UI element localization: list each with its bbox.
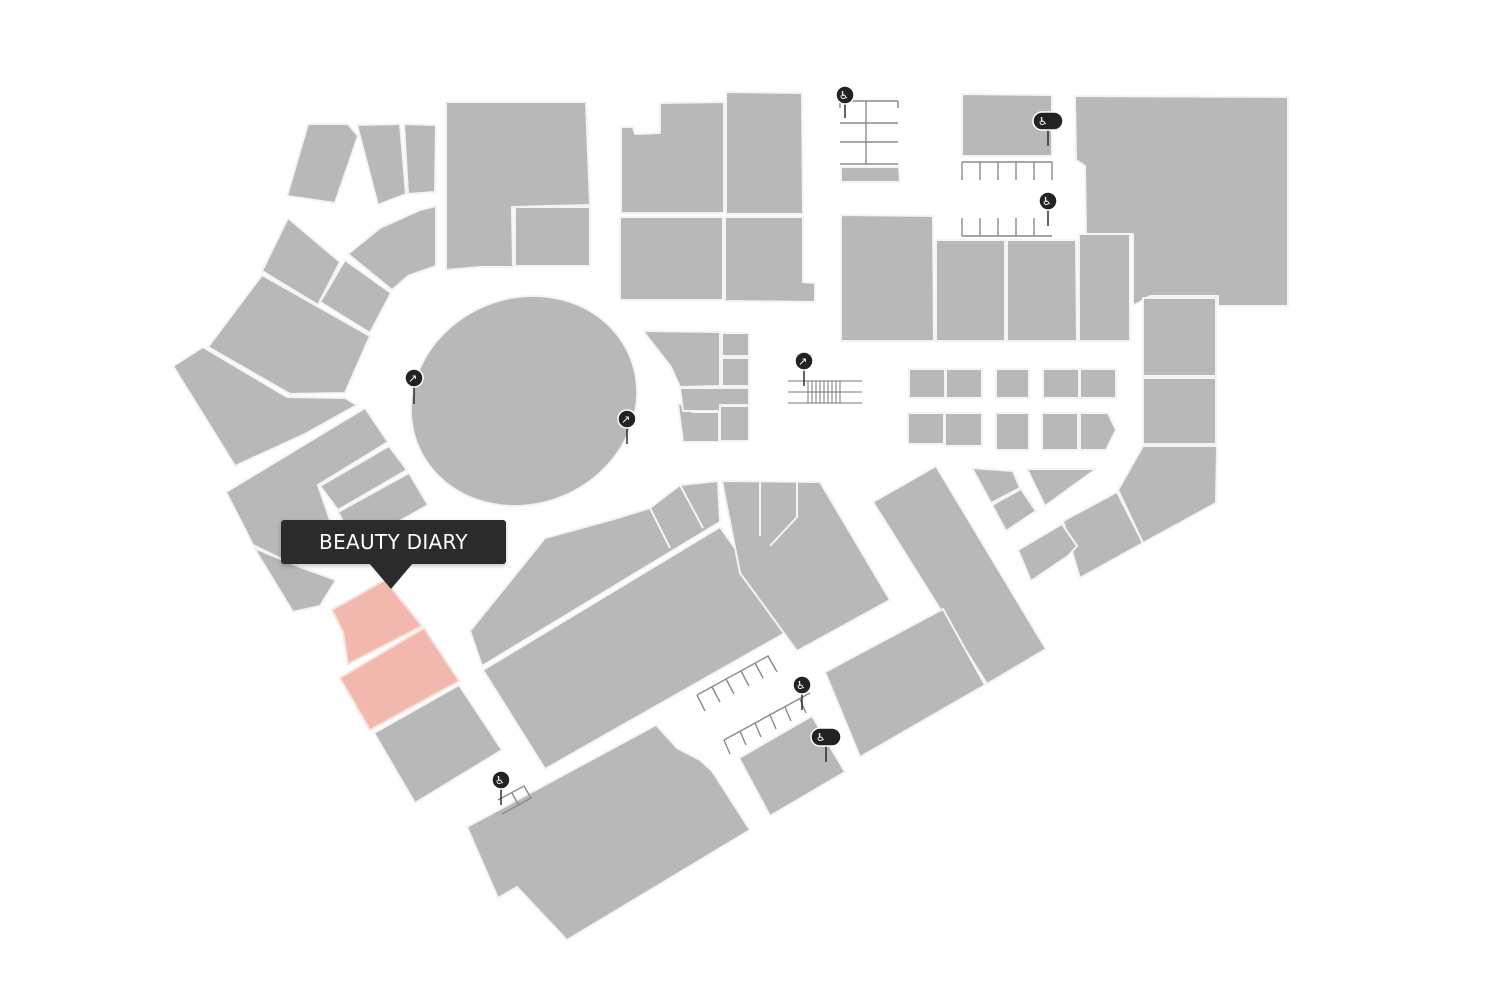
store-unit[interactable] xyxy=(1017,523,1078,582)
svg-text:♿: ♿ xyxy=(1042,195,1052,208)
restroom-stalls xyxy=(497,100,1053,815)
store-unit[interactable] xyxy=(172,346,358,467)
store-unit[interactable] xyxy=(935,239,1006,342)
store-unit[interactable] xyxy=(721,357,750,387)
store-unit[interactable] xyxy=(961,93,1053,157)
accessible-restroom-icon[interactable]: ♿ xyxy=(810,727,842,762)
store-unit[interactable] xyxy=(642,330,721,388)
store-unit[interactable] xyxy=(261,217,341,306)
kiosk[interactable] xyxy=(1079,412,1117,451)
store-unit[interactable] xyxy=(207,274,371,395)
store-unit[interactable] xyxy=(1078,233,1131,342)
svg-text:♿: ♿ xyxy=(816,731,826,744)
store-unit[interactable] xyxy=(721,332,750,357)
beauty-diary-store[interactable] xyxy=(338,626,461,732)
restroom-icon[interactable]: ♿ xyxy=(792,675,812,710)
store-unit[interactable] xyxy=(445,101,591,271)
kiosk[interactable] xyxy=(995,368,1030,399)
kiosk[interactable] xyxy=(944,412,983,447)
store-unit[interactable] xyxy=(466,724,751,941)
store-unit[interactable] xyxy=(725,91,804,215)
store-unit[interactable] xyxy=(347,205,437,291)
svg-text:♿: ♿ xyxy=(495,774,505,787)
kiosk[interactable] xyxy=(1042,368,1080,399)
store-unit[interactable] xyxy=(991,488,1037,532)
svg-text:↗: ↗ xyxy=(798,355,807,368)
accessible-restroom-icon[interactable]: ♿ xyxy=(1032,111,1064,146)
store-unit[interactable] xyxy=(319,445,408,511)
store-unit[interactable] xyxy=(403,123,437,195)
store-unit[interactable] xyxy=(1117,445,1218,544)
store-unit[interactable] xyxy=(824,608,986,758)
store-unit[interactable] xyxy=(620,101,725,214)
store-unit[interactable] xyxy=(1006,239,1078,342)
map-pins: ♿ ♿ ♿ ♿ ♿ ♿ ↗ xyxy=(404,85,1064,805)
store-unit[interactable] xyxy=(286,123,359,204)
store-unit[interactable] xyxy=(319,259,392,334)
store-unit[interactable] xyxy=(356,123,407,206)
escalator-icon[interactable]: ↗ xyxy=(617,409,637,444)
store-tooltip-pointer xyxy=(369,563,413,589)
svg-text:♿: ♿ xyxy=(796,679,806,692)
store-unit[interactable] xyxy=(840,166,901,183)
store-unit[interactable] xyxy=(1074,95,1289,307)
store-unit[interactable] xyxy=(1062,491,1144,579)
store-unit[interactable] xyxy=(719,405,750,442)
store-unit[interactable] xyxy=(469,480,721,667)
kiosk[interactable] xyxy=(907,412,945,445)
store-tooltip: BEAUTY DIARY xyxy=(281,520,506,564)
store-unit[interactable] xyxy=(840,214,935,342)
store-unit[interactable] xyxy=(724,216,816,303)
svg-text:↗: ↗ xyxy=(408,372,417,385)
store-unit[interactable] xyxy=(1142,377,1217,445)
kiosk[interactable] xyxy=(945,368,983,399)
kiosk[interactable] xyxy=(908,368,946,399)
store-unit[interactable] xyxy=(721,480,891,652)
store-unit[interactable] xyxy=(1026,468,1097,507)
store-units xyxy=(172,91,1289,941)
store-unit[interactable] xyxy=(619,216,724,301)
store-unit[interactable] xyxy=(1142,297,1217,377)
kiosk[interactable] xyxy=(995,412,1030,451)
kiosk[interactable] xyxy=(1041,412,1079,451)
svg-text:♿: ♿ xyxy=(839,89,849,102)
restroom-icon[interactable]: ♿ xyxy=(491,770,511,805)
svg-text:↗: ↗ xyxy=(621,413,630,426)
store-unit[interactable] xyxy=(514,206,591,267)
restroom-icon[interactable]: ♿ xyxy=(835,85,855,118)
escalator-icon[interactable]: ↗ xyxy=(404,368,424,404)
store-unit[interactable] xyxy=(373,684,503,804)
atrium-void xyxy=(409,294,639,508)
store-unit[interactable] xyxy=(971,467,1021,504)
store-tooltip-label: BEAUTY DIARY xyxy=(319,530,468,554)
svg-text:♿: ♿ xyxy=(1038,115,1048,128)
kiosk[interactable] xyxy=(1079,368,1117,399)
escalator-icon[interactable]: ↗ xyxy=(794,351,814,386)
store-unit[interactable] xyxy=(225,407,389,567)
restroom-icon[interactable]: ♿ xyxy=(1038,191,1058,226)
